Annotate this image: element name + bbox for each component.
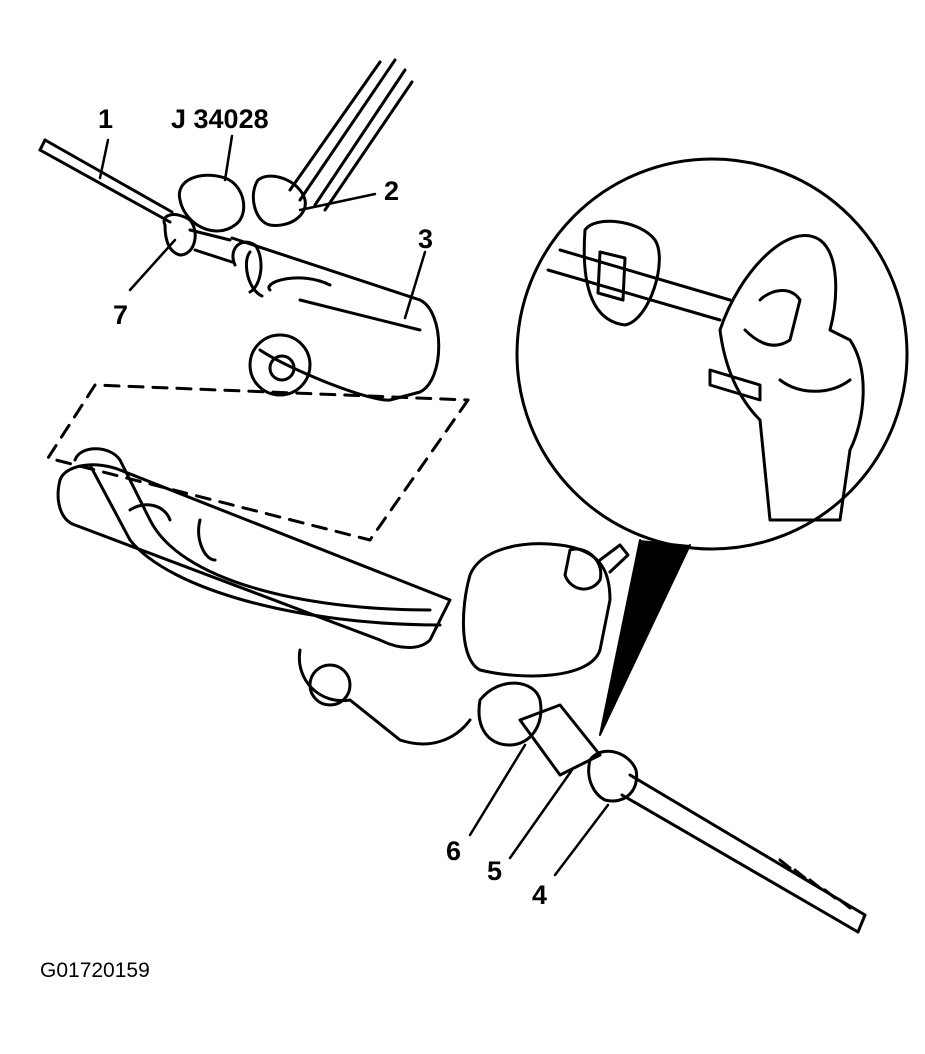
callout-3: 3: [418, 224, 434, 254]
jam-nut: [162, 213, 197, 257]
inner-tie-rod-end: [518, 703, 602, 777]
valve-body: [462, 542, 612, 678]
circle-detail-wrench: [515, 157, 909, 736]
outer-jam-nut: [587, 749, 639, 803]
mounting-eye: [248, 333, 312, 397]
wrench: [718, 234, 865, 522]
leader-lines: [98, 134, 610, 877]
tool-handles: [288, 58, 414, 212]
inner-tie-rod-body: [230, 236, 441, 402]
outer-tie-rod: [38, 148, 172, 224]
leader-6: [468, 743, 527, 837]
callout-1: 1: [98, 104, 114, 134]
steering-gear-assembly: [56, 447, 867, 934]
threaded-rod: [620, 773, 867, 934]
callout-7: 7: [113, 300, 129, 330]
figure-code: G01720159: [40, 959, 150, 982]
callout-2: 2: [384, 176, 400, 206]
tool-head: [177, 173, 246, 233]
leader-3: [403, 250, 427, 320]
fluid-lines: [73, 447, 442, 627]
leader-2: [298, 192, 377, 212]
tool-label-j34028: J 34028: [171, 104, 269, 134]
leader-5: [508, 768, 574, 860]
callout-5: 5: [487, 856, 503, 886]
leader-j34028: [223, 134, 234, 182]
boot: [477, 681, 543, 747]
detail-pointer: [599, 539, 691, 736]
callout-6: 6: [446, 836, 462, 866]
leader-4: [553, 803, 610, 877]
upper-inset-tool-view: [38, 58, 470, 542]
leader-7: [128, 238, 177, 292]
leader-1: [98, 138, 110, 180]
detail-circle: [515, 157, 909, 551]
callout-4: 4: [532, 880, 548, 910]
gear-housing: [56, 463, 452, 649]
inset-dashed-frame: [46, 383, 470, 542]
